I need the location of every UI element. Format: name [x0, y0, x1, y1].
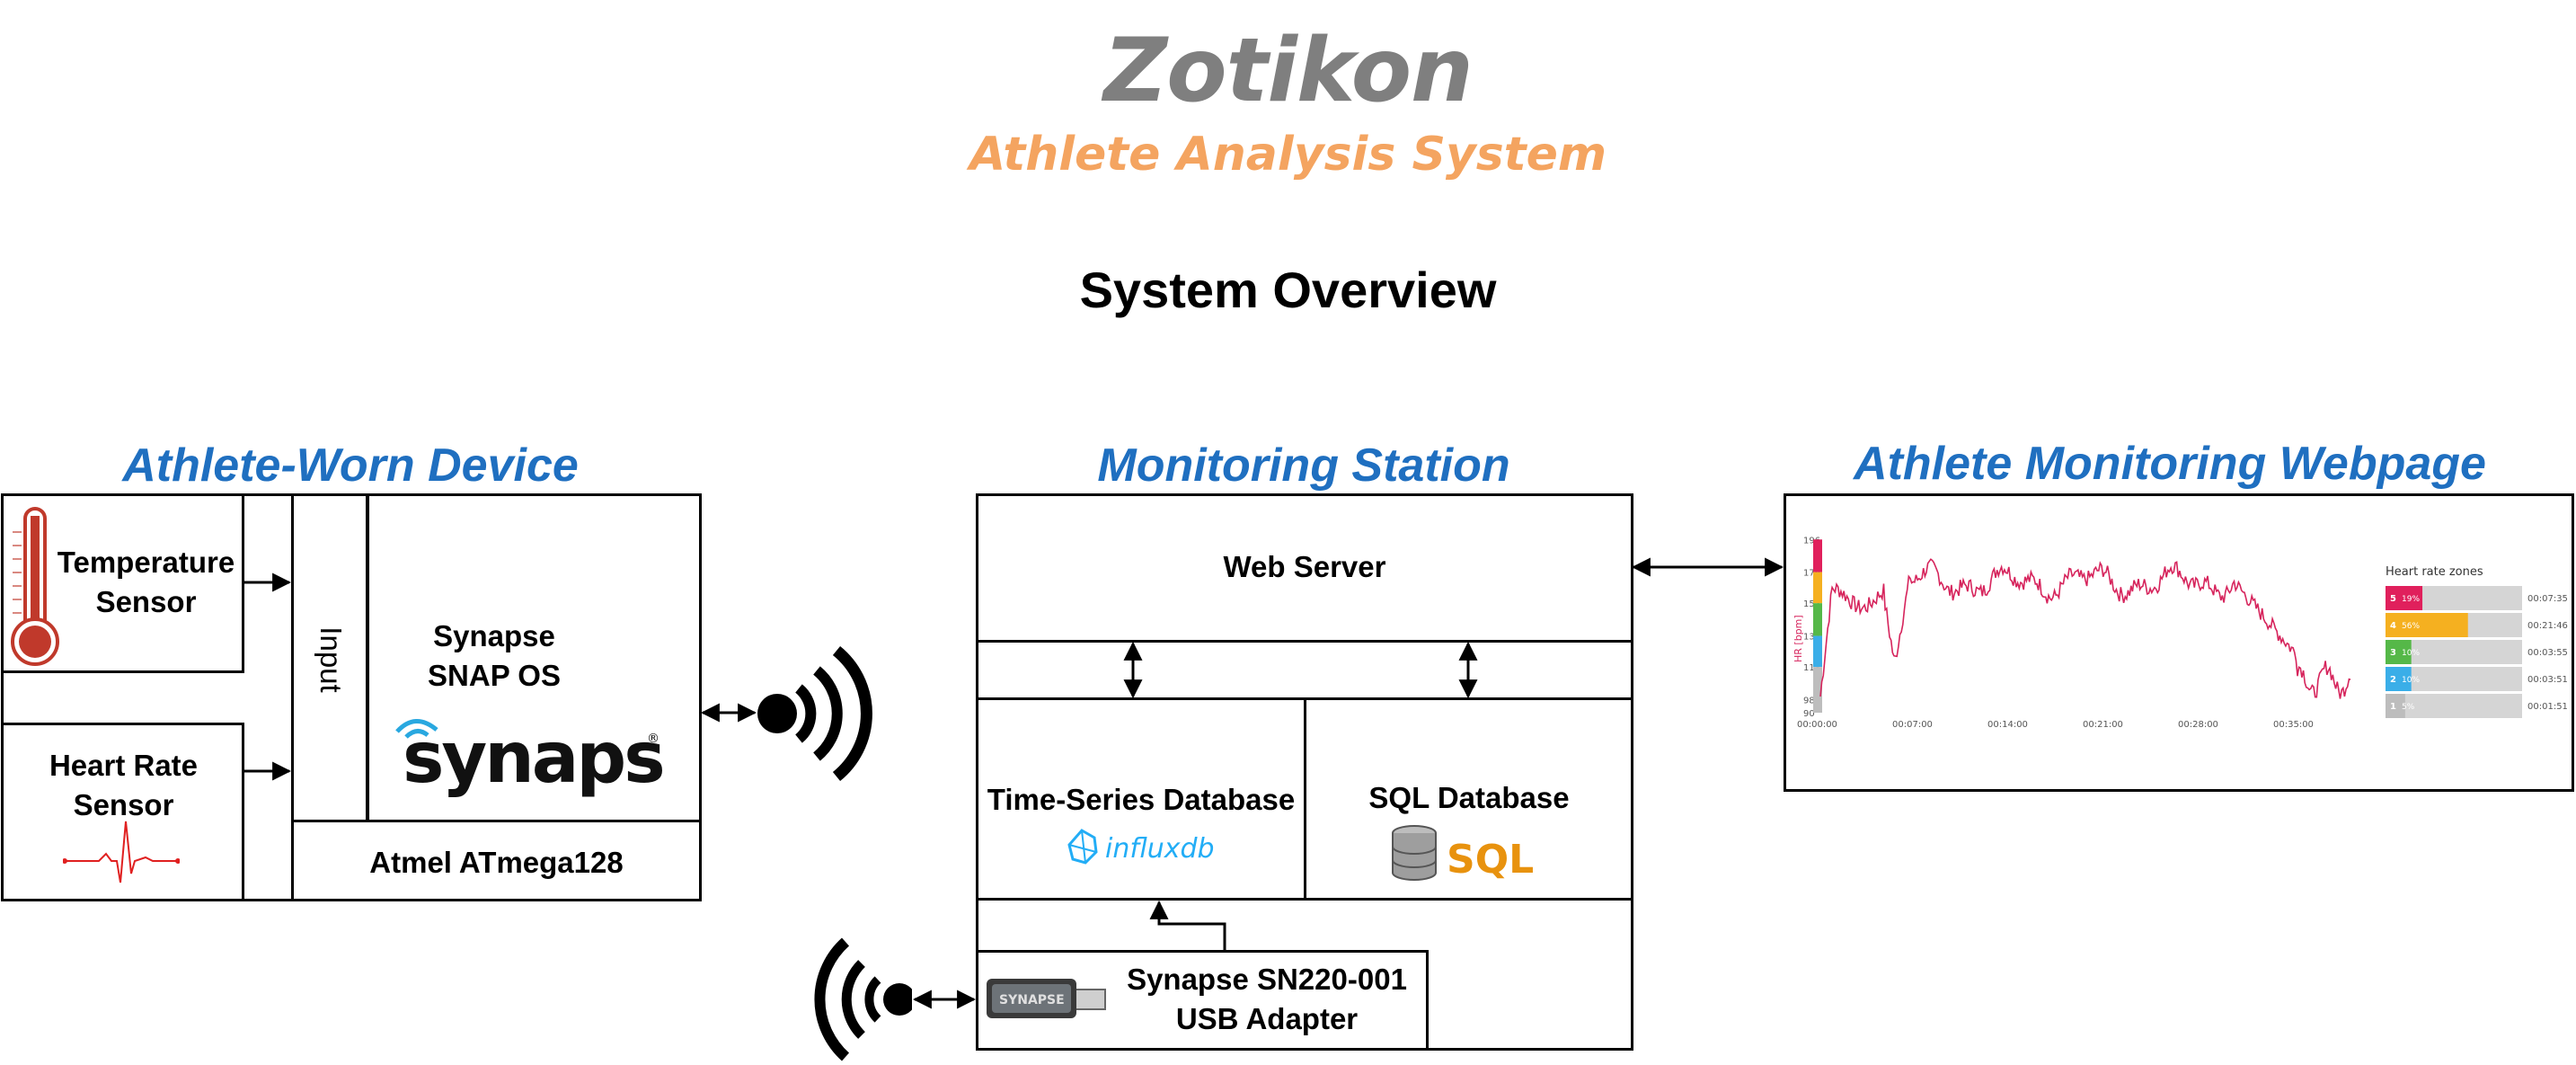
zone-bar-4 [2386, 613, 2468, 637]
zone-number: 2 [2390, 675, 2396, 685]
heart-rate-sensor-label: Heart Rate Sensor [49, 749, 199, 821]
x-tick-label: 00:14:00 [1987, 720, 2028, 730]
y-tick-label: 118 [1803, 663, 1820, 673]
wireless-signal-icon [750, 640, 894, 788]
hr-chart: HR [bpm] 196 176 157 137 118 98 90 00:00:00 00:… [1793, 536, 2568, 730]
tsdb-box [976, 697, 1306, 901]
webpage-heading: Athlete Monitoring Webpage [1854, 438, 2486, 490]
web-server-label: Web Server [1223, 550, 1386, 583]
device-heading: Athlete-Worn Device [122, 439, 579, 492]
zone-time: 00:01:51 [2527, 702, 2568, 712]
zone-percent: 10% [2402, 649, 2420, 658]
svg-text:influxdb: influxdb [1105, 833, 1215, 865]
hr-line-series [1819, 558, 2351, 699]
y-tick-label: 98 [1803, 696, 1815, 706]
y-tick-label: 137 [1803, 633, 1820, 643]
zone-number: 1 [2390, 702, 2396, 712]
zone-bar-2 [2386, 667, 2412, 691]
influxdb-logo: influxdb [1066, 827, 1218, 870]
mcu-label: Atmel ATmega128 [369, 846, 624, 879]
x-tick-label: 00:21:00 [2083, 720, 2123, 730]
svg-text:synapse: synapse [403, 718, 665, 799]
x-tick-label: 00:00:00 [1797, 720, 1837, 730]
chart-ylabel: HR [bpm] [1793, 615, 1804, 662]
zone-number: 4 [2390, 621, 2396, 631]
zone-time: 00:07:35 [2527, 594, 2568, 604]
zone-bar-1 [2386, 694, 2405, 718]
x-tick-label: 00:07:00 [1892, 720, 1933, 730]
temperature-sensor-label: Temperature Sensor [57, 546, 235, 618]
y-tick-label: 196 [1803, 536, 1820, 546]
tsdb-label: Time-Series Database [987, 783, 1296, 816]
zone-band [1813, 635, 1822, 668]
zone-bar-5 [2386, 586, 2423, 610]
y-tick-label: 90 [1803, 709, 1815, 719]
zone-number: 3 [2390, 648, 2396, 658]
x-tick-label: 00:35:00 [2273, 720, 2314, 730]
zone-time: 00:21:46 [2527, 621, 2568, 631]
page-subtitle: Athlete Analysis System [969, 128, 1607, 182]
zones-title: Heart rate zones [2386, 565, 2483, 579]
zone-band [1813, 572, 1822, 604]
sql-logo: SQL [1389, 822, 1551, 885]
zone-bar-bg [2386, 694, 2522, 718]
station-heading: Monitoring Station [1097, 439, 1510, 492]
os-label: Synapse SNAP OS [428, 619, 561, 692]
zone-band [1813, 667, 1822, 713]
zone-percent: 10% [2402, 676, 2420, 685]
zone-band [1813, 603, 1822, 636]
zone-band [1813, 539, 1822, 572]
usb-dongle-icon: SYNAPSE [983, 973, 1109, 1024]
os-box [367, 493, 702, 822]
zone-time: 00:03:51 [2527, 675, 2568, 685]
ecg-icon [63, 818, 180, 890]
svg-text:®: ® [647, 732, 659, 746]
svg-text:SQL: SQL [1447, 837, 1534, 883]
zone-time: 00:03:55 [2527, 648, 2568, 658]
heart-rate-sensor-box [1, 723, 244, 901]
sqldb-box [1304, 697, 1633, 901]
usb-adapter-box [976, 950, 1429, 1051]
wireless-signal-icon-station [804, 935, 912, 1065]
svg-text:SYNAPSE: SYNAPSE [999, 993, 1065, 1007]
web-server-box [976, 493, 1633, 643]
y-tick-label: 176 [1803, 569, 1820, 579]
zone-number: 5 [2390, 594, 2396, 604]
section-title: System Overview [1079, 262, 1497, 318]
sqldb-label: SQL Database [1368, 781, 1570, 814]
zone-bar-3 [2386, 640, 2412, 664]
mcu-box [291, 820, 702, 901]
usb-to-tsdb-arrow [1149, 900, 1226, 950]
zone-percent: 56% [2402, 622, 2420, 631]
zone-percent: 19% [2402, 595, 2420, 604]
usb-adapter-label: Synapse SN220-001 USB Adapter [1127, 963, 1407, 1035]
thermometer-icon [9, 505, 63, 671]
synapse-logo: synapse ® [395, 710, 665, 800]
zone-percent: 5% [2402, 703, 2415, 712]
y-tick-label: 157 [1803, 599, 1820, 609]
page-title: Zotikon [1103, 20, 1474, 122]
x-tick-label: 00:28:00 [2178, 720, 2218, 730]
